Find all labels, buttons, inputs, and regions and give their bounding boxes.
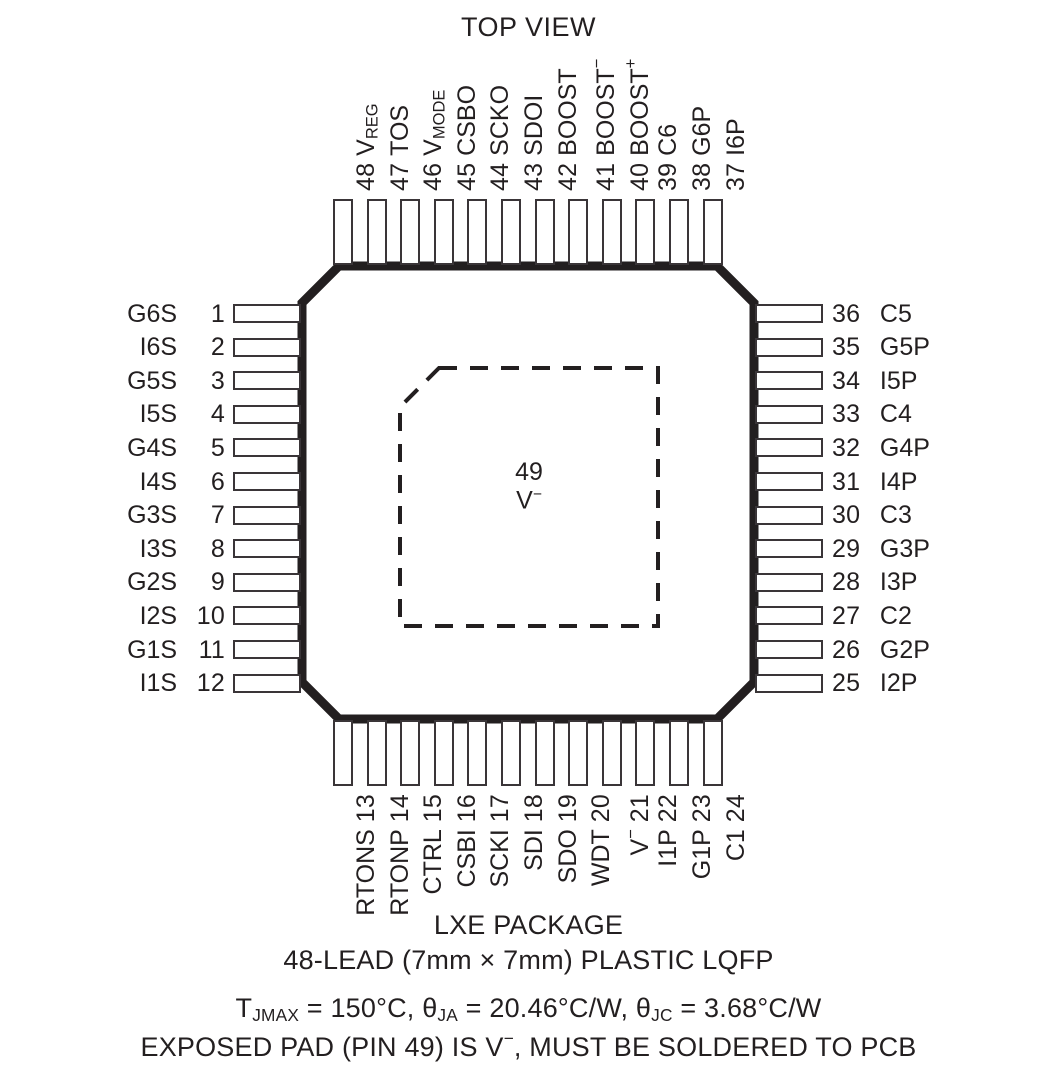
pin-label-48: 48 VREG bbox=[352, 103, 382, 191]
pin-lead-48 bbox=[333, 199, 353, 265]
pin-lead-42 bbox=[534, 199, 555, 265]
pin-label-4: I5S 4 bbox=[139, 400, 225, 429]
exposed-pad-number: 49 bbox=[515, 458, 543, 486]
pin-label-32: 32 G4P bbox=[832, 433, 930, 462]
pin-label-34: 34 I5P bbox=[832, 366, 918, 395]
pin-lead-20 bbox=[568, 720, 589, 786]
pin-lead-3 bbox=[233, 371, 301, 391]
pin-lead-15 bbox=[400, 720, 421, 786]
exposed-pad-label: 49 V− bbox=[396, 458, 662, 515]
pin-lead-19 bbox=[534, 720, 555, 786]
pin-label-27: 27 C2 bbox=[832, 601, 912, 630]
pin-label-39: 39 C6 bbox=[654, 123, 683, 191]
pin-label-46: 46 VMODE bbox=[419, 89, 449, 191]
pin-label-29: 29 G3P bbox=[832, 534, 930, 563]
pin-lead-29 bbox=[755, 539, 823, 559]
pin-label-8: I3S 8 bbox=[139, 534, 225, 563]
pin-lead-23 bbox=[669, 720, 689, 786]
pin-lead-9 bbox=[233, 572, 301, 592]
pin-lead-41 bbox=[568, 199, 589, 265]
exposed-pad-outline bbox=[396, 364, 662, 630]
pin-label-31: 31 I4P bbox=[832, 467, 918, 496]
pin-lead-7 bbox=[233, 505, 301, 525]
pin-lead-38 bbox=[669, 199, 689, 265]
pin-lead-14 bbox=[366, 720, 387, 786]
pin-lead-11 bbox=[233, 640, 301, 659]
pin-label-30: 30 C3 bbox=[832, 501, 912, 530]
footer-package-name: LXE PACKAGE bbox=[433, 910, 624, 940]
page-title: TOP VIEW bbox=[460, 12, 597, 42]
pin-lead-45 bbox=[433, 199, 454, 265]
pin-lead-30 bbox=[755, 505, 823, 525]
footer-package-desc: 48-LEAD (7mm × 7mm) PLASTIC LQFP bbox=[283, 945, 774, 976]
pin-label-45: 45 CSBO bbox=[452, 84, 481, 191]
pin-lead-8 bbox=[233, 539, 301, 559]
pin-lead-28 bbox=[755, 572, 823, 592]
pin-label-9: G2S 9 bbox=[127, 568, 225, 597]
footer-exposed-pad-note: EXPOSED PAD (PIN 49) IS V−, MUST BE SOLD… bbox=[140, 1027, 917, 1062]
pin-lead-44 bbox=[467, 199, 488, 265]
pin-lead-26 bbox=[755, 640, 823, 659]
pin-lead-31 bbox=[755, 472, 823, 491]
pin-lead-35 bbox=[755, 337, 823, 357]
pin-lead-5 bbox=[233, 438, 301, 458]
pin-lead-47 bbox=[366, 199, 387, 265]
pin-label-41: 41 BOOST− bbox=[588, 58, 621, 191]
pin-label-36: 36 C5 bbox=[832, 299, 912, 328]
pin-label-12: I1S 12 bbox=[139, 669, 225, 698]
pin-lead-18 bbox=[501, 720, 521, 786]
pin-lead-43 bbox=[501, 199, 521, 265]
pin-label-47: 47 TOS bbox=[385, 104, 414, 191]
pin-label-10: I2S 10 bbox=[139, 601, 225, 630]
pin-label-28: 28 I3P bbox=[832, 568, 918, 597]
pin-lead-2 bbox=[233, 337, 301, 357]
pin-lead-40 bbox=[601, 199, 622, 265]
pin-label-25: 25 I2P bbox=[832, 669, 918, 698]
pin-label-5: G4S 5 bbox=[127, 433, 225, 462]
pin-lead-34 bbox=[755, 371, 823, 391]
pin-label-38: 38 G6P bbox=[688, 105, 716, 191]
pin-label-3: G5S 3 bbox=[127, 366, 225, 395]
pin-label-43: 43 SDOI bbox=[520, 94, 548, 191]
package-footer: LXE PACKAGE 48-LEAD (7mm × 7mm) PLASTIC … bbox=[0, 908, 1057, 1065]
pin-lead-13 bbox=[333, 720, 353, 786]
pin-lead-25 bbox=[755, 673, 823, 693]
pin-lead-21 bbox=[601, 720, 622, 786]
pin-lead-6 bbox=[233, 472, 301, 491]
pin-label-7: G3S 7 bbox=[127, 501, 225, 530]
pin-label-42: 42 BOOST bbox=[553, 68, 582, 191]
pin-lead-22 bbox=[635, 720, 656, 786]
pin-label-2: I6S 2 bbox=[139, 333, 225, 362]
pin-lead-1 bbox=[233, 304, 301, 323]
pin-lead-12 bbox=[233, 673, 301, 693]
pin-lead-4 bbox=[233, 404, 301, 424]
pin-label-44: 44 SCKO bbox=[486, 84, 515, 191]
pin-lead-17 bbox=[467, 720, 488, 786]
pin-lead-33 bbox=[755, 404, 823, 424]
pin-lead-16 bbox=[433, 720, 454, 786]
pin-label-26: 26 G2P bbox=[832, 635, 930, 664]
pin-lead-39 bbox=[635, 199, 656, 265]
pin-label-37: 37 I6P bbox=[721, 118, 750, 191]
pin-lead-46 bbox=[400, 199, 421, 265]
pin-lead-24 bbox=[702, 720, 723, 786]
exposed-pad-net: V− bbox=[516, 486, 542, 515]
pin-lead-32 bbox=[755, 438, 823, 458]
pin-label-6: I4S 6 bbox=[139, 467, 225, 496]
pin-lead-10 bbox=[233, 606, 301, 626]
pin-label-40: 40 BOOST+ bbox=[621, 58, 654, 191]
footer-thermal-data: TJMAX = 150°C, θJA = 20.46°C/W, θJC = 3.… bbox=[235, 993, 822, 1026]
pin-label-33: 33 C4 bbox=[832, 400, 912, 429]
pin-label-11: G1S 11 bbox=[127, 635, 225, 664]
pin-lead-27 bbox=[755, 606, 823, 626]
pin-label-1: G6S 1 bbox=[127, 299, 225, 328]
chip-body-outline bbox=[297, 261, 759, 724]
pin-lead-37 bbox=[702, 199, 723, 265]
pin-lead-36 bbox=[755, 304, 823, 323]
pin-label-35: 35 G5P bbox=[832, 333, 930, 362]
